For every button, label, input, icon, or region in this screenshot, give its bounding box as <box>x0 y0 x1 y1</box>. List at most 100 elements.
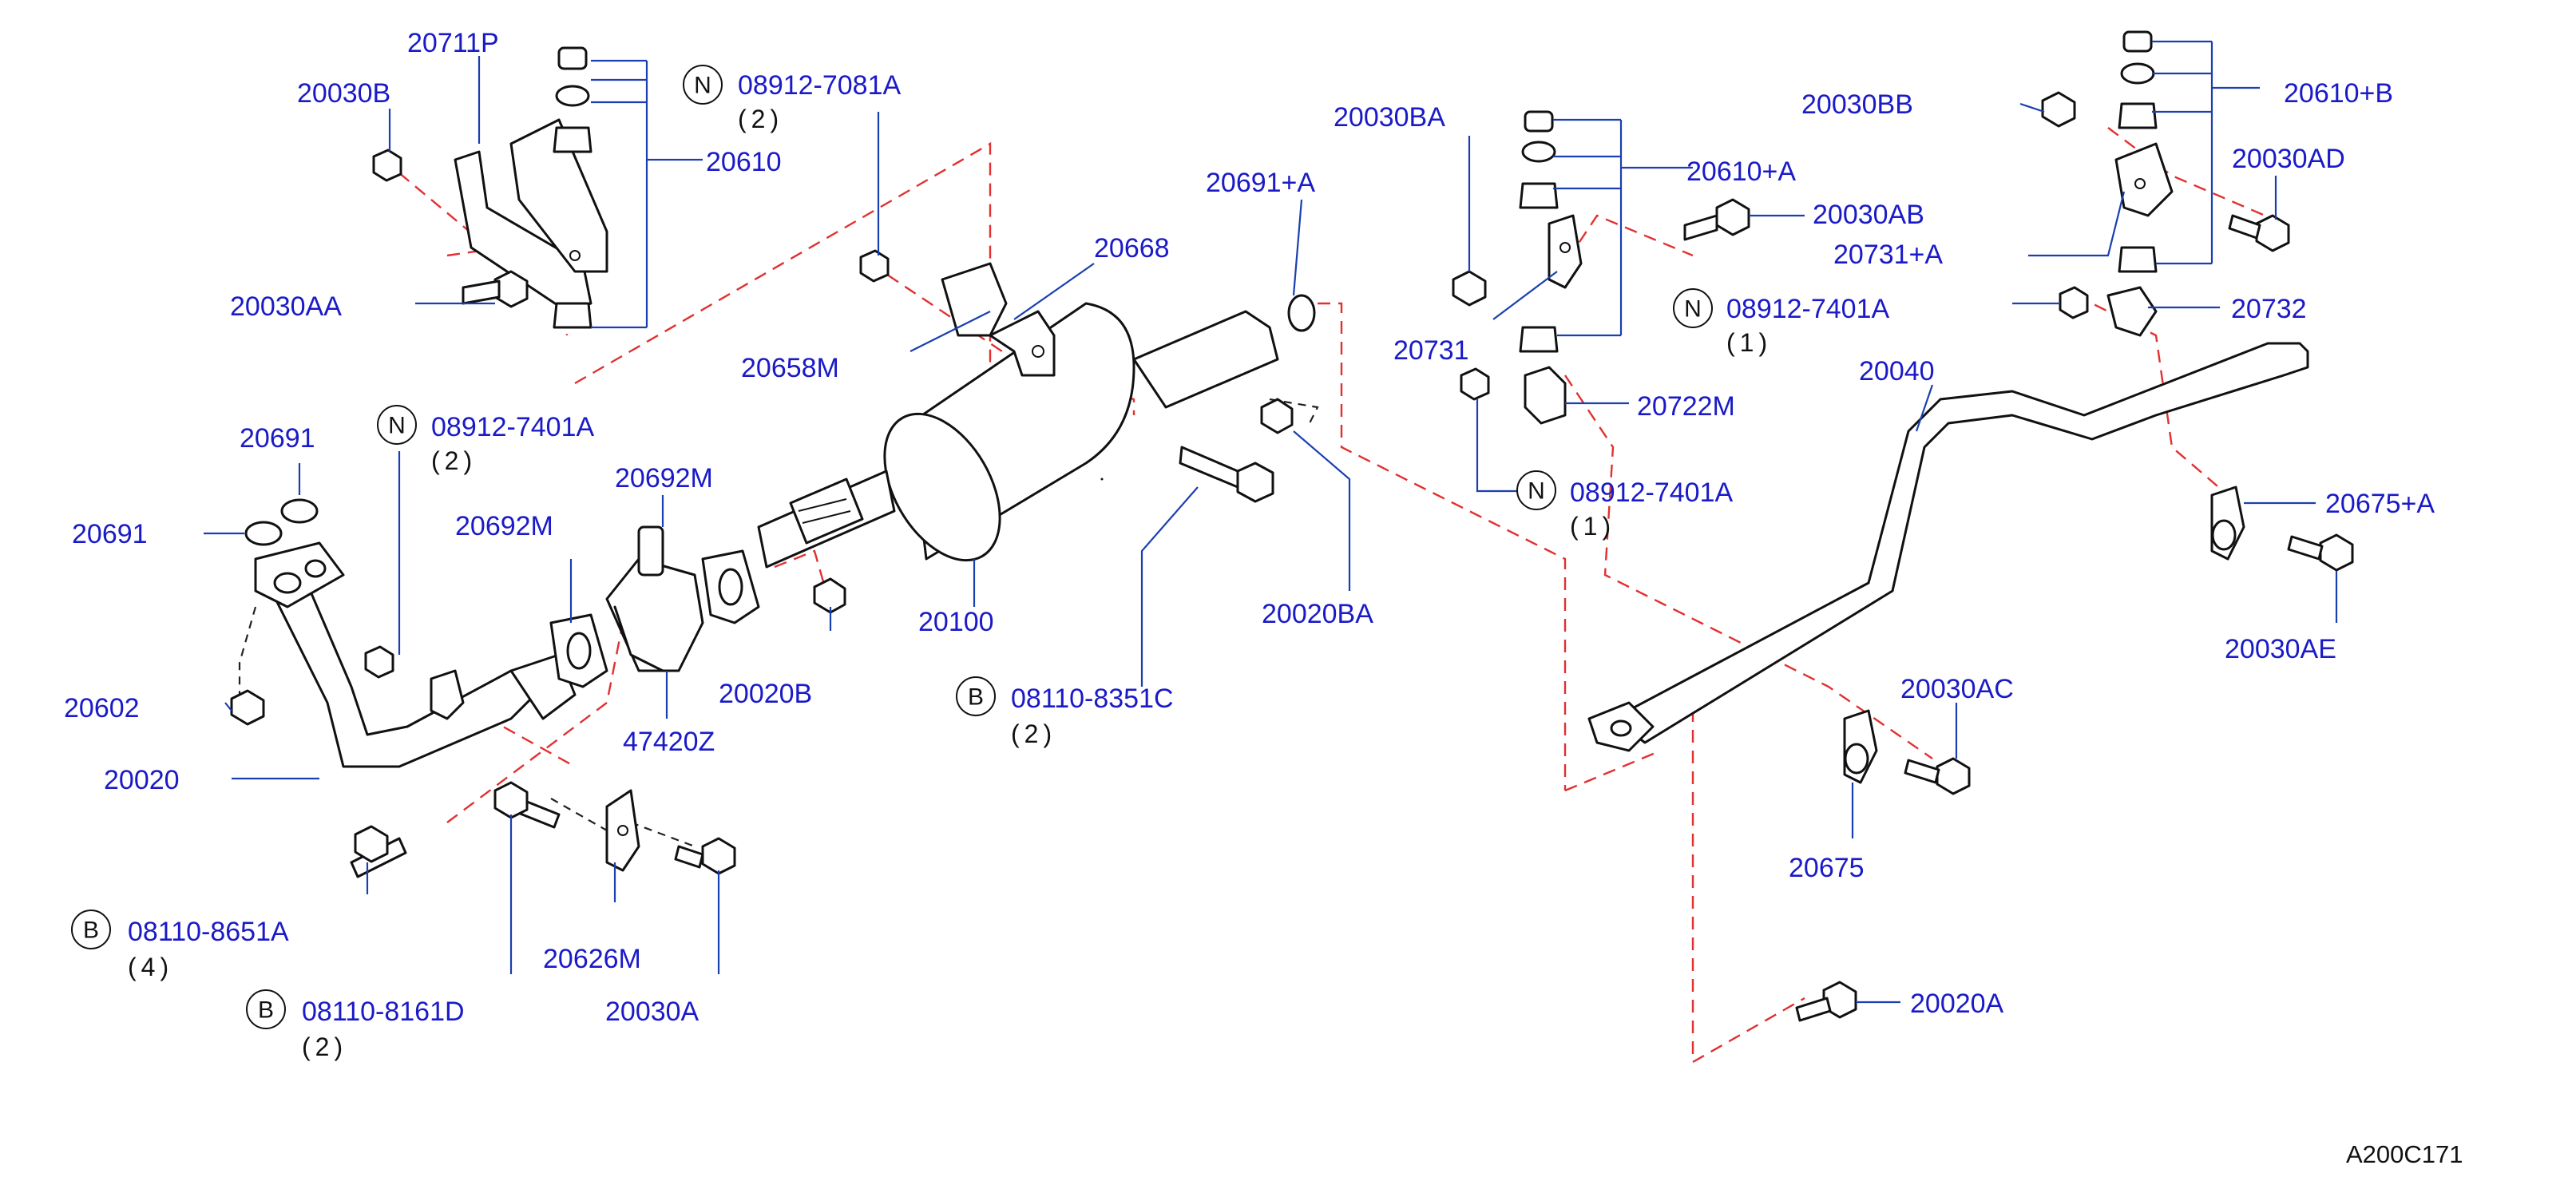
bolt-20030AA <box>462 270 529 308</box>
bolt-20030AE <box>2287 533 2354 572</box>
qty-08912-7081A: (2) <box>738 105 783 133</box>
nut-symbol: N <box>388 413 406 439</box>
callout-b-08110-8161D: B 08110-8161D (2) <box>246 989 465 1061</box>
pipe-bracket <box>430 669 465 720</box>
label-20610B: 20610+B <box>2284 78 2393 109</box>
front-pipe-20020 <box>254 541 577 768</box>
label-20610A: 20610+A <box>1686 157 1796 187</box>
qty-08912-7401A-left: (2) <box>431 446 477 475</box>
callout-n-08912-7401A-low: N 08912-7401A (1) <box>1516 470 1734 541</box>
label-20030AE: 20030AE <box>2225 634 2336 664</box>
bracket-20722M <box>1524 366 1567 425</box>
callout-n-08912-7081A: N 08912-7081A (2) <box>683 65 902 133</box>
muffler-20100 <box>757 302 1279 569</box>
hanger-20675 <box>1843 709 1878 784</box>
label-20610: 20610 <box>706 147 782 177</box>
label-20668: 20668 <box>1094 233 1170 264</box>
flexible-joint <box>789 478 864 545</box>
rubber-mount-20610A <box>1519 110 1559 353</box>
label-20675: 20675 <box>1789 853 1865 883</box>
label-20626M: 20626M <box>543 944 641 974</box>
nut-20020BA <box>1260 398 1294 434</box>
label-20658M: 20658M <box>741 353 839 383</box>
bolt-20030AC <box>1904 757 1971 795</box>
label-20722M: 20722M <box>1637 391 1735 422</box>
bolt-symbol: B <box>968 684 984 711</box>
label-08110-8161D: 08110-8161D <box>302 997 465 1027</box>
nut-20030BA <box>1452 270 1487 307</box>
nut-20020B <box>813 577 846 614</box>
bracket-20658M <box>941 262 1008 337</box>
diagram-id: A200C171 <box>2346 1140 2463 1168</box>
label-47420Z: 47420Z <box>623 727 715 757</box>
label-20030AC: 20030AC <box>1900 674 2014 704</box>
bolt-20020A <box>1795 981 1857 1022</box>
gasket-20692M-right <box>701 549 760 624</box>
label-20020: 20020 <box>104 765 180 795</box>
bolt-20030AB <box>1683 198 1750 241</box>
label-20692M-right: 20692M <box>615 463 713 493</box>
label-20731: 20731 <box>1393 335 1469 366</box>
nut-symbol: N <box>694 73 711 99</box>
label-08912-7081A: 08912-7081A <box>738 70 902 101</box>
label-08912-7401A-low: 08912-7401A <box>1570 478 1734 508</box>
nut-20030BB <box>2041 91 2076 128</box>
muffler-hanger-20668 <box>989 310 1056 377</box>
label-20100: 20100 <box>918 607 994 637</box>
bracket-20731A <box>2114 142 2174 217</box>
label-08912-7401A-left: 08912-7401A <box>431 412 595 442</box>
bolt-symbol: B <box>83 917 99 944</box>
label-20691-top: 20691 <box>240 423 315 454</box>
catalytic-converter-47420Z <box>605 525 704 672</box>
qty-08110-8161D: (2) <box>302 1032 347 1061</box>
callout-b-08110-8351C: B 08110-8351C (2) <box>956 676 1174 748</box>
rubber-mount-20610 <box>553 46 592 329</box>
label-20020B: 20020B <box>719 679 812 709</box>
label-20030BA: 20030BA <box>1334 102 1445 133</box>
bracket-20626M <box>605 789 640 872</box>
label-20020BA: 20020BA <box>1262 599 1373 629</box>
callout-n-08912-7401A-left: N 08912-7401A (2) <box>377 405 595 475</box>
nut-20732 <box>2059 286 2089 319</box>
label-20020A: 20020A <box>1910 989 2004 1019</box>
bolt-08110-8351C <box>1179 446 1274 503</box>
label-20030AB: 20030AB <box>1813 200 1924 230</box>
qty-08110-8651A: (4) <box>128 953 173 981</box>
nut-20602 <box>230 689 265 726</box>
label-20711P: 20711P <box>407 28 499 58</box>
washer-20691A <box>1287 294 1316 332</box>
nut-symbol: N <box>1528 478 1545 505</box>
qty-08110-8351C: (2) <box>1011 719 1056 748</box>
bracket-20711P <box>454 118 608 313</box>
label-20731A: 20731+A <box>1833 240 1943 270</box>
label-20675A: 20675+A <box>2325 489 2435 519</box>
nut-08912-7081A <box>859 249 890 283</box>
nut-20030B <box>372 149 402 182</box>
nut-08912-7401A <box>364 645 394 679</box>
bolt-20030AD <box>2228 214 2290 252</box>
bolt-symbol: B <box>258 997 274 1024</box>
tail-pipe-20040 <box>1587 342 2309 752</box>
label-20691-left: 20691 <box>72 519 148 549</box>
callout-b-08110-8651A: B 08110-8651A (4) <box>71 910 289 981</box>
label-20691A: 20691+A <box>1206 168 1315 198</box>
label-20030AA: 20030AA <box>230 291 342 322</box>
label-20602: 20602 <box>64 693 140 723</box>
label-20692M-left: 20692M <box>455 511 553 541</box>
label-20030BB: 20030BB <box>1801 89 1913 120</box>
label-20030AD: 20030AD <box>2232 144 2345 174</box>
label-20040: 20040 <box>1859 356 1935 386</box>
gasket-20692M-left <box>549 613 608 688</box>
bolt-08110-8651A <box>350 825 407 878</box>
label-20732: 20732 <box>2231 294 2307 324</box>
hanger-20675A <box>2210 485 2245 561</box>
nut-08912-7401A-mid <box>1460 367 1490 401</box>
part-labels: 20711P 20030B 20610 20030AA 20668 20658M… <box>64 28 2435 1027</box>
gasket-20691 <box>244 498 319 546</box>
bolt-08110-8161D <box>493 781 561 829</box>
label-08912-7401A-mid: 08912-7401A <box>1726 294 1890 324</box>
bracket-20731 <box>1548 214 1583 289</box>
qty-08912-7401A-mid: (1) <box>1726 328 1772 357</box>
assembly-black-dashed-lines <box>238 398 1319 848</box>
